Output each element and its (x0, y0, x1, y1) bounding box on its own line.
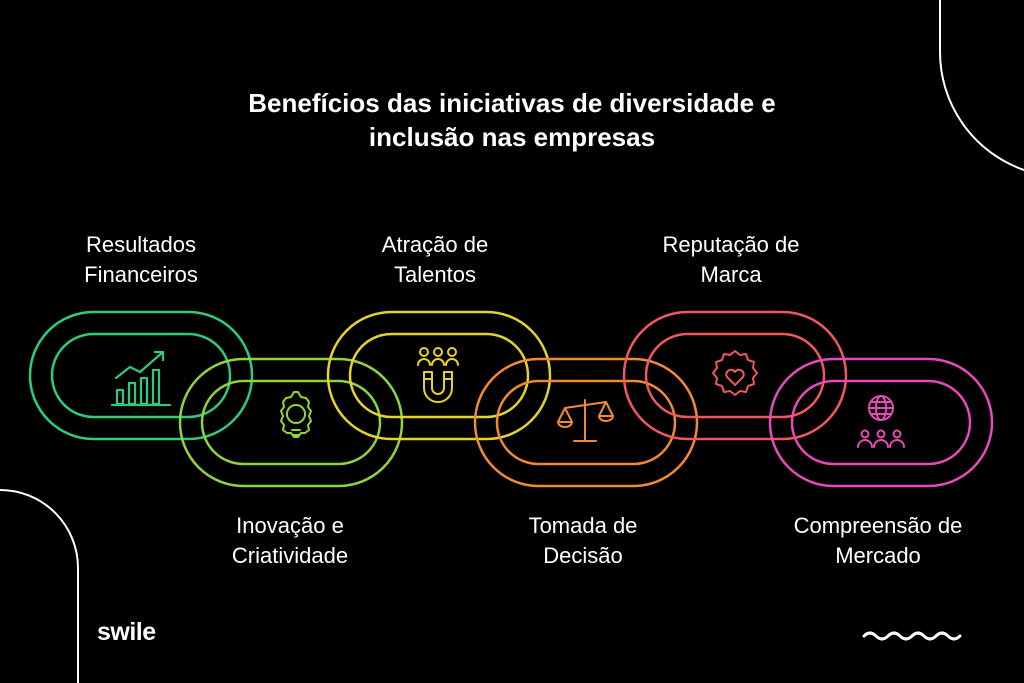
label-line: Atração de (381, 232, 489, 257)
diagram-title: Benefícios das iniciativas de diversidad… (0, 86, 1024, 154)
globe-people-icon (857, 395, 905, 448)
label-resultados-financeiros: Resultados Financeiros (11, 230, 271, 290)
wave-squiggle-icon (862, 631, 962, 641)
chain-link-resultados (28, 310, 254, 441)
label-line: Reputação de (662, 232, 800, 257)
people-magnet-icon (417, 347, 459, 403)
label-line: Financeiros (84, 262, 198, 287)
swile-logo: swile (97, 618, 156, 646)
label-line: Tomada de (528, 513, 638, 538)
bottom-left-arc-decoration (0, 489, 79, 683)
label-tomada-decisao: Tomada de Decisão (453, 511, 713, 571)
label-line: Criatividade (231, 543, 349, 568)
bar-chart-growth-icon (110, 350, 172, 407)
top-right-arc-decoration (938, 0, 1024, 171)
title-line-2: inclusão nas empresas (368, 122, 656, 152)
title-line-1: Benefícios das iniciativas de diversidad… (248, 88, 776, 118)
label-line: Resultados (85, 232, 197, 257)
label-reputacao-marca: Reputação de Marca (601, 230, 861, 290)
label-line: Mercado (835, 543, 921, 568)
chain-link-compreensao (768, 357, 994, 488)
label-inovacao-criatividade: Inovação e Criatividade (160, 511, 420, 571)
label-atracao-talentos: Atração de Talentos (305, 230, 565, 290)
chain-link-atracao (326, 310, 552, 441)
label-line: Talentos (394, 262, 476, 287)
heart-badge-icon (712, 350, 758, 396)
chain-link-tomada (473, 357, 699, 488)
label-compreensao-mercado: Compreensão de Mercado (748, 511, 1008, 571)
balance-scale-icon (557, 399, 614, 442)
label-line: Marca (700, 262, 762, 287)
label-line: Inovação e (236, 513, 344, 538)
chain-link-inovacao (178, 357, 404, 488)
label-line: Decisão (543, 543, 623, 568)
lightbulb-gear-icon (280, 391, 312, 438)
chain-link-reputacao (622, 310, 848, 441)
label-line: Compreensão de (793, 513, 963, 538)
